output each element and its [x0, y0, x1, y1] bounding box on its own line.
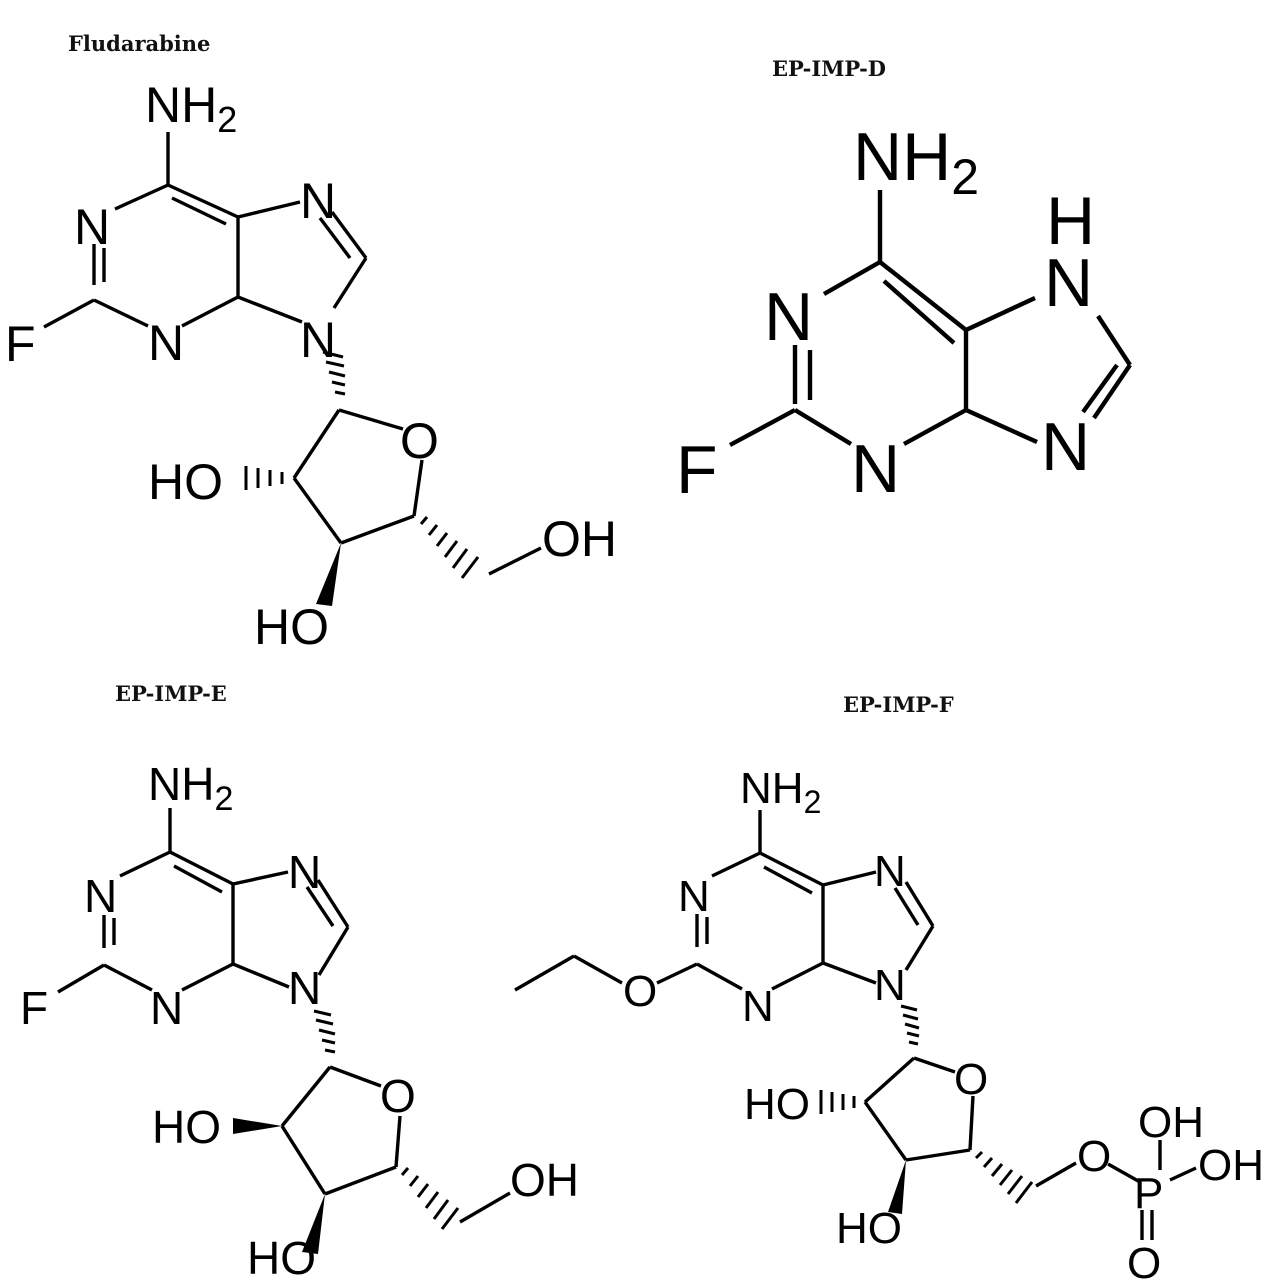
- title-ep-imp-e: EP-IMP-E: [115, 681, 227, 706]
- atom-o-p: O: [1127, 1239, 1161, 1280]
- atoms-fludarabine: NH2 N N N N F O HO HO OH: [5, 77, 617, 655]
- atom-oh-5: OH: [510, 1154, 579, 1206]
- bonds-fludarabine: [43, 132, 542, 576]
- atom-f: F: [676, 432, 718, 508]
- atom-oh-p2: OH: [1198, 1141, 1264, 1190]
- hash-bond-n9-c1-e: [313, 1009, 336, 1054]
- bonds-ep-imp-f: [514, 810, 1197, 1240]
- atom-n9: N: [300, 312, 336, 368]
- atom-n9: N: [288, 962, 321, 1014]
- atom-o-ring: O: [954, 1055, 988, 1104]
- molecule-ep-imp-d: EP-IMP-D NH2 H N N N N F: [676, 56, 1132, 508]
- atom-n7: N: [288, 846, 321, 898]
- molecule-ep-imp-f: EP-IMP-F: [514, 692, 1264, 1280]
- atom-ho-2: HO: [152, 1101, 221, 1153]
- wedge-bond-c2-oh-e: [233, 1118, 282, 1134]
- molecule-ep-imp-e: EP-IMP-E: [20, 681, 579, 1280]
- wedge-bond-c3-oh-f: [888, 1160, 906, 1214]
- hash-bond-n9-c1: [322, 350, 346, 396]
- atom-f: F: [20, 982, 48, 1034]
- hash-bond-c4-c5-f: [974, 1150, 1034, 1204]
- title-ep-imp-d: EP-IMP-D: [772, 56, 886, 81]
- bonds-ep-imp-e: [57, 808, 511, 1224]
- atom-f: F: [5, 316, 36, 372]
- atom-h7: H: [1046, 183, 1095, 259]
- atom-n7: N: [1044, 245, 1093, 321]
- atom-o-ring: O: [400, 413, 439, 469]
- wedge-bond-c3-oh-e: [302, 1194, 325, 1254]
- atom-nh2: NH2: [853, 119, 979, 205]
- atom-ho-2: HO: [744, 1080, 810, 1129]
- atom-o-ring: O: [380, 1070, 416, 1122]
- atom-nh2: NH2: [740, 764, 821, 820]
- atom-n7: N: [874, 847, 906, 896]
- atom-n1: N: [74, 199, 110, 255]
- title-fludarabine: Fludarabine: [68, 31, 210, 56]
- atom-n3: N: [150, 982, 183, 1034]
- hash-bond-c2-oh: [244, 466, 284, 490]
- bonds-ep-imp-d: [728, 190, 1132, 447]
- atom-o-5: O: [1077, 1132, 1111, 1181]
- atom-oh-p1: OH: [1138, 1098, 1204, 1147]
- wedge-bond-c3-oh: [316, 543, 341, 606]
- atom-p: P: [1134, 1169, 1163, 1218]
- atom-oh-5: OH: [542, 511, 617, 567]
- atom-nh2: NH2: [148, 758, 233, 818]
- hash-bond-c4-c5-e: [400, 1167, 460, 1230]
- atom-n3: N: [742, 982, 774, 1031]
- hash-bond-c4-c5: [419, 516, 480, 579]
- atom-o-ethoxy: O: [623, 967, 657, 1016]
- atoms-ep-imp-d: NH2 H N N N N F: [676, 119, 1095, 508]
- atom-n1: N: [678, 872, 710, 921]
- molecule-fludarabine: Fludarabine: [5, 31, 617, 655]
- atom-n1: N: [764, 279, 813, 355]
- atoms-ep-imp-f: NH2 N N N N O O HO HO O OH OH P O: [623, 764, 1264, 1280]
- hash-bond-c2-oh-f: [819, 1090, 856, 1114]
- title-ep-imp-f: EP-IMP-F: [843, 692, 954, 717]
- atom-n9: N: [1041, 409, 1090, 485]
- atom-ho-2: HO: [148, 454, 223, 510]
- atom-ho-3: HO: [836, 1204, 902, 1253]
- atom-ho-3: HO: [247, 1232, 316, 1280]
- atom-n3: N: [851, 431, 900, 507]
- atom-nh2: NH2: [145, 77, 237, 140]
- atom-n3: N: [148, 315, 184, 371]
- atom-n1: N: [84, 870, 117, 922]
- atom-ho-3: HO: [254, 599, 329, 655]
- atom-n9: N: [874, 961, 906, 1010]
- atom-n7: N: [300, 173, 336, 229]
- hash-bond-n9-c1-f: [900, 1004, 920, 1046]
- atoms-ep-imp-e: NH2 N N N N F O HO HO OH: [20, 758, 579, 1280]
